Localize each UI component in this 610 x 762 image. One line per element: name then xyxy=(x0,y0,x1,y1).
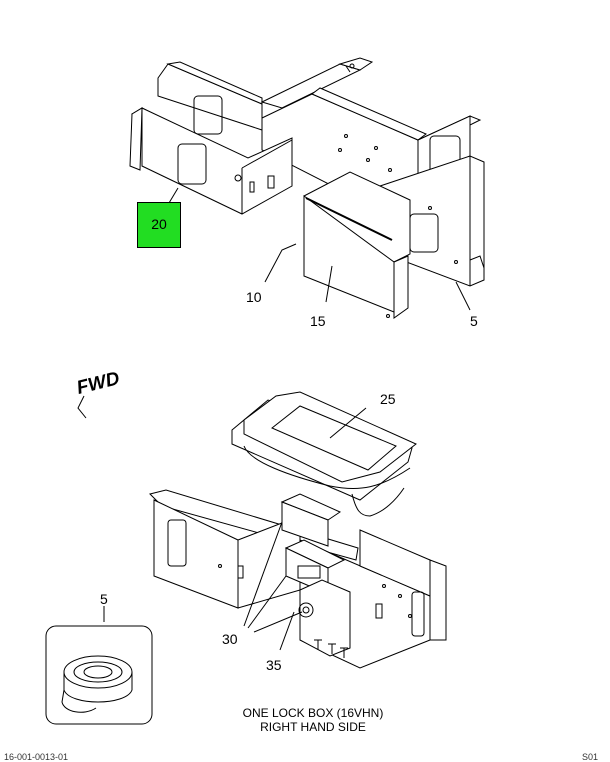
box-15 xyxy=(303,171,411,319)
callout-10: 10 xyxy=(246,289,262,305)
highlight-callout-20 xyxy=(137,202,181,248)
upper-rail xyxy=(260,57,374,109)
leader-lines-bottom xyxy=(103,407,367,651)
callout-15: 15 xyxy=(310,313,326,329)
bracket-30 xyxy=(280,493,346,595)
callout-20: 20 xyxy=(151,216,167,232)
callout-30: 30 xyxy=(222,631,238,647)
tape-inset xyxy=(45,625,153,725)
callout-5-inset: 5 xyxy=(100,591,108,607)
tray-25 xyxy=(231,391,417,517)
fwd-arrow-icon xyxy=(77,395,87,419)
box-20 xyxy=(129,107,293,215)
rear-panel xyxy=(157,61,263,150)
footer-left: 16-001-0013-01 xyxy=(4,752,69,762)
callout-25: 25 xyxy=(380,391,396,407)
callout-35: 35 xyxy=(266,657,282,673)
caption-line-2: RIGHT HAND SIDE xyxy=(260,720,366,734)
callout-5-top: 5 xyxy=(470,313,478,329)
lock-35 xyxy=(298,579,351,658)
caption-line-1: ONE LOCK BOX (16VHN) xyxy=(242,706,384,720)
footer-right: S01 xyxy=(582,752,599,762)
